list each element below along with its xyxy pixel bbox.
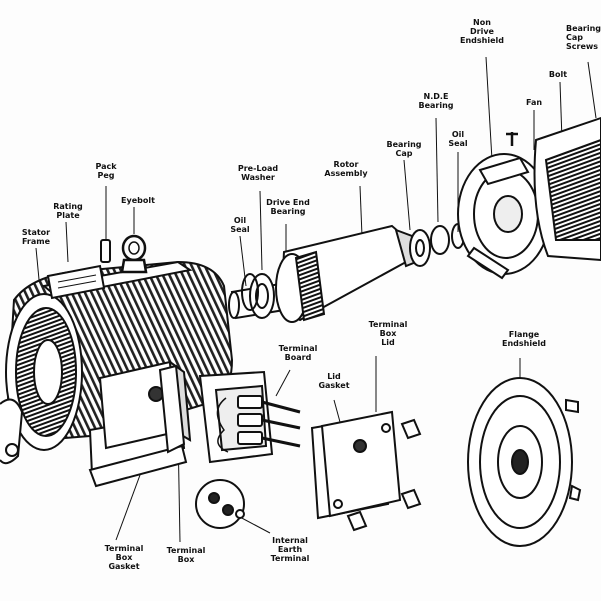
label-preload-washer: Pre-Load Washer — [237, 164, 279, 182]
drive-end-bearing — [250, 274, 274, 318]
label-rating-plate: Rating Plate — [53, 202, 83, 220]
fan-cover — [535, 118, 601, 260]
label-terminal-box-gasket: Terminal Box Gasket — [104, 544, 144, 571]
label-terminal-box: Terminal Box — [166, 546, 206, 564]
label-non-drive-endshield: Non Drive Endshield — [460, 18, 504, 45]
nde-bearing — [431, 226, 449, 254]
label-nde-bearing: N.D.E Bearing — [418, 92, 454, 110]
preload-washer — [242, 274, 258, 310]
bearing-cap — [410, 230, 430, 266]
flange-endshield — [468, 378, 580, 546]
bolt — [506, 132, 518, 146]
label-fan: Fan — [525, 98, 543, 107]
pack-peg — [101, 240, 110, 262]
lid-screws — [348, 420, 420, 530]
label-lid-gasket: Lid Gasket — [318, 372, 350, 390]
label-rotor-assembly: Rotor Assembly — [324, 160, 368, 178]
label-terminal-box-lid: Terminal Box Lid — [368, 320, 408, 347]
terminal-box-gasket — [160, 366, 184, 452]
label-bearing-cap: Bearing Cap — [386, 140, 422, 158]
terminal-box-lid — [322, 412, 400, 516]
rotor-assembly — [276, 226, 416, 322]
rating-plate — [48, 266, 104, 298]
terminal-board — [200, 372, 300, 462]
label-oil-seal-right: Oil Seal — [448, 130, 468, 148]
label-bolt: Bolt — [548, 70, 568, 79]
label-eyebolt: Eyebolt — [121, 196, 155, 205]
label-flange-endshield: Flange Endshield — [502, 330, 546, 348]
label-terminal-board: Terminal Board — [278, 344, 318, 362]
non-drive-endshield — [458, 154, 550, 278]
label-pack-peg: Pack Peg — [95, 162, 117, 180]
eyebolt — [122, 236, 146, 272]
label-drive-end-bearing: Drive End Bearing — [266, 198, 310, 216]
label-stator-frame: Stator Frame — [21, 228, 51, 246]
internal-earth-terminal — [196, 480, 244, 528]
label-oil-seal-left: Oil Seal — [230, 216, 250, 234]
label-internal-earth-terminal: Internal Earth Terminal — [270, 536, 310, 563]
label-bearing-cap-screws: Bearing Cap Screws — [566, 24, 601, 51]
